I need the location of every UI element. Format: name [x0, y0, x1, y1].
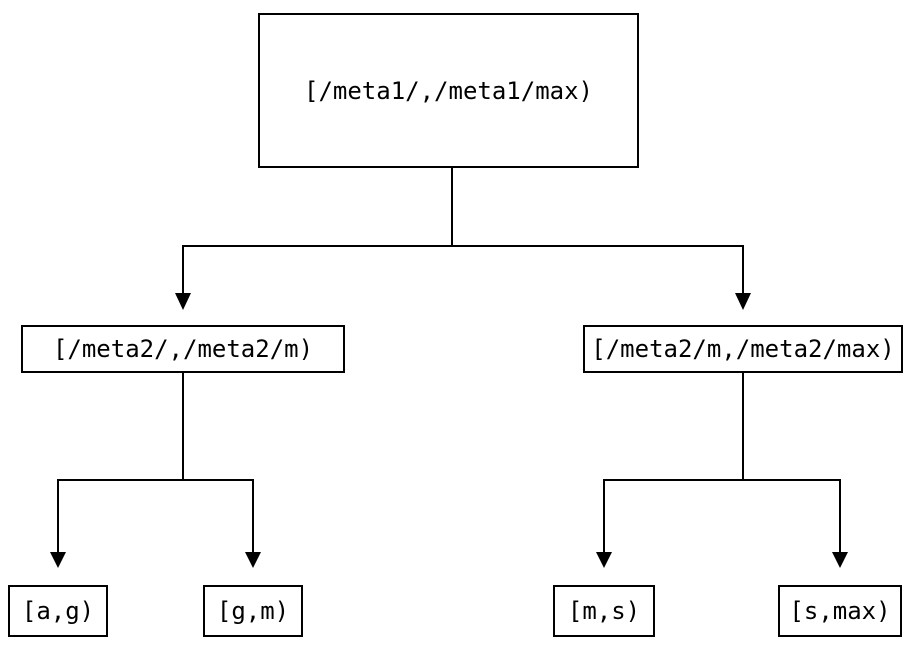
- arrowhead-icon: [245, 552, 261, 568]
- connector-left-branch: [57, 479, 254, 553]
- tree-node-meta2-high: [/meta2/m,/meta2/max): [583, 325, 903, 373]
- arrowhead-icon: [596, 552, 612, 568]
- tree-node-root: [/meta1/,/meta1/max): [258, 13, 639, 168]
- connector-level1-branch: [182, 245, 744, 294]
- tree-leaf-g-m: [g,m): [203, 585, 303, 637]
- connector-right-branch: [603, 479, 841, 553]
- tree-node-meta2-low: [/meta2/,/meta2/m): [21, 325, 345, 373]
- arrowhead-icon: [50, 552, 66, 568]
- tree-leaf-m-s: [m,s): [553, 585, 655, 637]
- arrowhead-icon: [735, 293, 751, 310]
- tree-leaf-s-max: [s,max): [778, 585, 902, 637]
- arrowhead-icon: [832, 552, 848, 568]
- tree-leaf-a-g: [a,g): [8, 585, 108, 637]
- arrowhead-icon: [175, 293, 191, 310]
